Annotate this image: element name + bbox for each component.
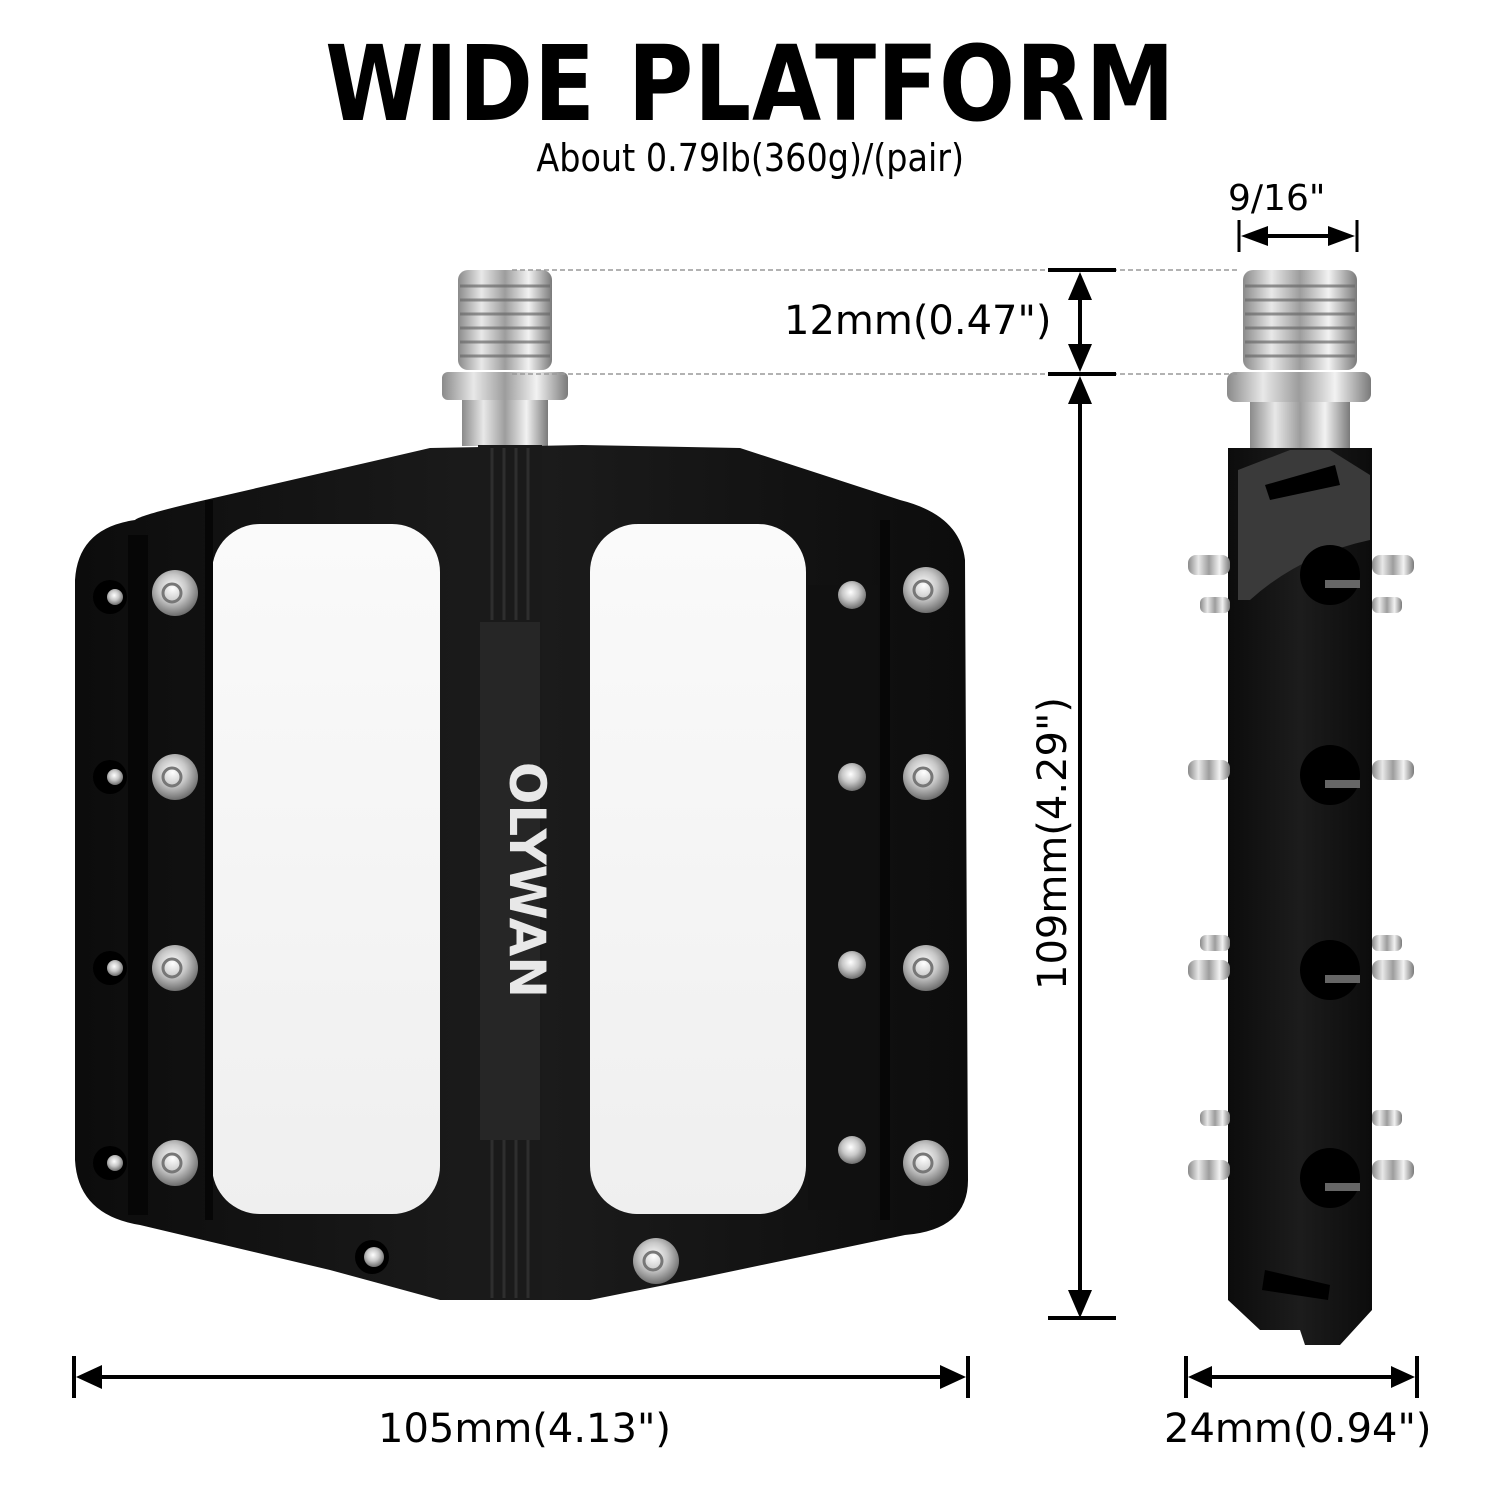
platform-window-left — [212, 524, 440, 1214]
platform-thickness-label: 24mm(0.94") — [1164, 1406, 1432, 1452]
axle-thread-icon — [442, 270, 568, 446]
axle-hole-icon — [1300, 545, 1360, 1208]
pin-socket-left — [93, 580, 127, 1180]
axle-thread-size-label: 9/16" — [1228, 178, 1326, 219]
platform-length-label: 109mm(4.29") — [1030, 697, 1076, 990]
pedal-side-view — [1188, 270, 1414, 1345]
dimension-lines — [72, 220, 1419, 1398]
brand-logo: OLYWAN — [498, 762, 556, 998]
side-pin-icon — [1188, 555, 1414, 1180]
pin-bolt-icon — [152, 567, 949, 1284]
axle-length-label: 12mm(0.47") — [784, 298, 1052, 344]
weight-subtitle: About 0.79lb(360g)/(pair) — [536, 136, 965, 180]
page-title: WIDE PLATFORM — [325, 23, 1176, 145]
platform-width-label: 105mm(4.13") — [378, 1406, 671, 1452]
pedal-front-view: OLYWAN — [75, 270, 968, 1300]
platform-window-right — [590, 524, 806, 1214]
